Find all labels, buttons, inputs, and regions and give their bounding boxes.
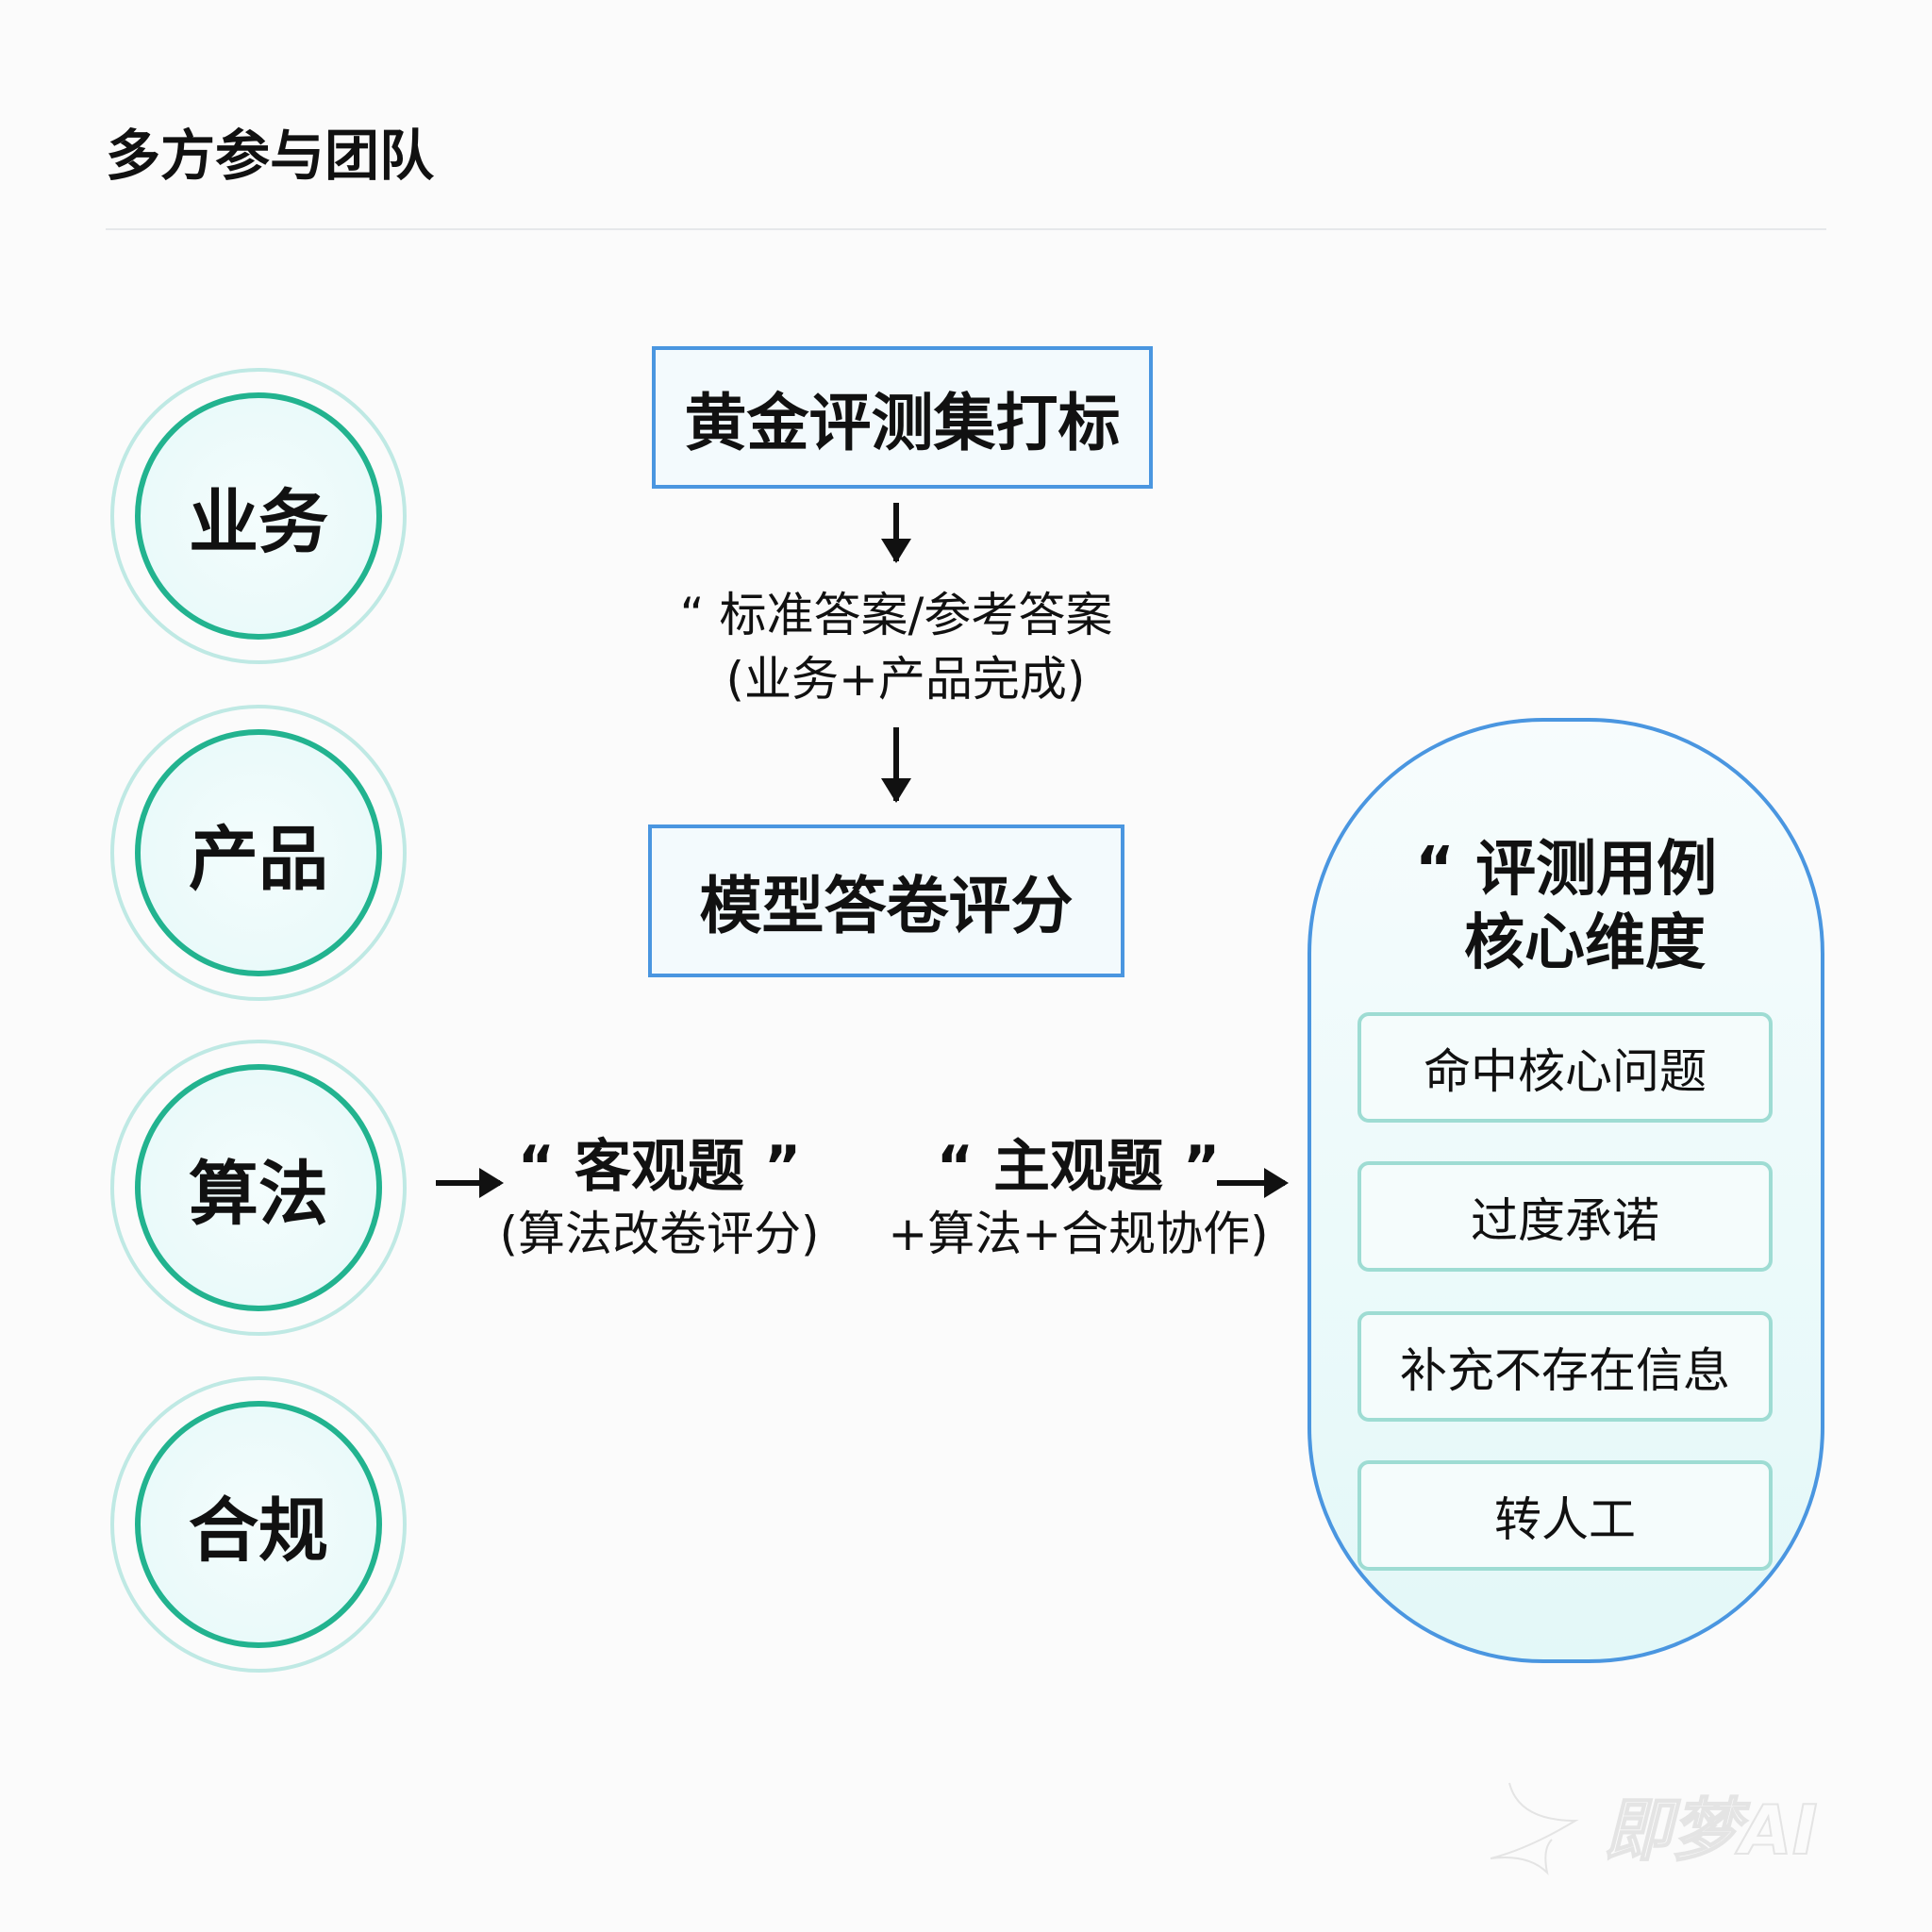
arrow-right-icon: [436, 1168, 504, 1198]
dimension-item: 转人工: [1357, 1460, 1773, 1571]
team-circle-business: 业务: [110, 368, 407, 664]
team-label: 合规: [135, 1401, 382, 1648]
page-title: 多方参与团队: [106, 124, 435, 188]
team-circle-algorithm: 算法: [110, 1040, 407, 1336]
dimension-item: 过度承诺: [1357, 1161, 1773, 1272]
dimensions-title-line2: 核心维度: [1464, 908, 1706, 978]
dimensions-title-line1: “ 评测用例: [1414, 835, 1718, 905]
model-scoring-box: 模型答卷评分: [648, 824, 1124, 977]
watermark-icon: [1491, 1782, 1579, 1876]
dimension-item: 补充不存在信息: [1357, 1311, 1773, 1422]
objective-title: “ 客观题 ”: [517, 1134, 802, 1200]
team-label: 业务: [135, 392, 382, 640]
subjective-note: +算法+合规协作): [888, 1207, 1269, 1261]
answer-line1: “ 标准答案/参考答案: [679, 588, 1113, 642]
watermark-logo: 即梦AI: [1491, 1782, 1819, 1876]
arrow-down-icon: [881, 503, 911, 563]
svg-text:即梦AI: 即梦AI: [1604, 1790, 1818, 1870]
team-circle-product: 产品: [110, 705, 407, 1001]
subjective-title: “ 主观题 ”: [936, 1134, 1221, 1200]
objective-note: (算法改卷评分): [499, 1207, 820, 1261]
divider: [106, 228, 1826, 230]
arrow-right-icon: [1217, 1168, 1289, 1198]
answer-line2: (业务+产品完成): [725, 652, 1086, 707]
team-label: 算法: [135, 1064, 382, 1311]
gold-set-labeling-box: 黄金评测集打标: [652, 346, 1153, 489]
team-label: 产品: [135, 729, 382, 976]
team-circle-compliance: 合规: [110, 1376, 407, 1673]
dimension-item: 命中核心问题: [1357, 1012, 1773, 1123]
arrow-down-icon: [881, 727, 911, 803]
